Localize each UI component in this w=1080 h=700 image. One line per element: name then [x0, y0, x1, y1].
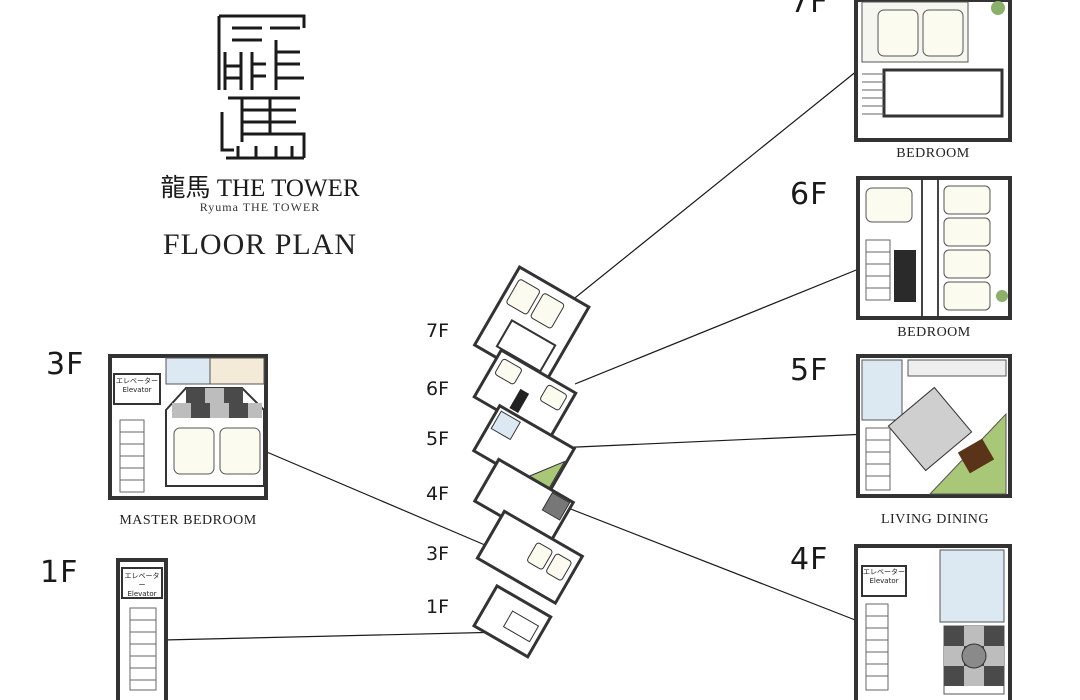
elevator-jp: エレベーター	[124, 572, 160, 589]
elevator-en: Elevator	[869, 577, 899, 585]
stack-label-6f: 6F	[426, 378, 450, 400]
floor-label-7f: 7F	[790, 0, 829, 20]
stack-label-7f: 7F	[426, 320, 450, 342]
elevator-en: Elevator	[127, 590, 157, 598]
floor-plan-title: FLOOR PLAN	[162, 228, 358, 261]
brand-subtitle: Ryuma THE TOWER	[199, 200, 321, 214]
leader-line-1f	[162, 631, 507, 641]
leader-line-3f	[254, 446, 493, 549]
elevator-jp: エレベーター	[863, 568, 905, 576]
elevator-label-3f: エレベーター Elevator	[114, 377, 160, 395]
plan-7f	[854, 0, 1012, 142]
elevator-en: Elevator	[122, 386, 152, 394]
caption-6f: BEDROOM	[897, 325, 971, 340]
floor-label-1f: 1F	[40, 555, 79, 590]
stack-label-5f: 5F	[426, 428, 450, 450]
leader-line-6f	[574, 261, 877, 385]
stack-label-3f: 3F	[426, 543, 450, 565]
plan-6f	[856, 176, 1012, 320]
leader-lines	[162, 61, 877, 641]
caption-7f: BEDROOM	[896, 146, 970, 161]
stack-floor-6f	[472, 348, 578, 442]
elevator-label-4f: エレベーター Elevator	[862, 568, 906, 586]
caption-3f: MASTER BEDROOM	[119, 513, 257, 528]
elevator-jp: エレベーター	[116, 377, 158, 385]
leader-line-5f	[554, 433, 869, 449]
leader-line-4f	[567, 507, 869, 626]
plan-1f	[116, 558, 168, 700]
stack-floor-3f	[475, 509, 585, 606]
plan-3f	[108, 354, 268, 500]
caption-5f: LIVING DINING	[881, 512, 989, 527]
floor-label-6f: 6F	[790, 177, 829, 212]
stack-label-1f: 1F	[426, 596, 450, 618]
stack-floor-1f	[471, 583, 553, 659]
leader-line-7f	[544, 61, 869, 323]
brand-name: 龍馬 THE TOWER	[160, 175, 360, 202]
floor-label-5f: 5F	[790, 353, 829, 388]
floor-label-4f: 4F	[790, 542, 829, 577]
plan-5f	[856, 354, 1012, 498]
plan-4f	[854, 544, 1012, 700]
tower-stack	[471, 264, 591, 659]
stack-label-4f: 4F	[426, 483, 450, 505]
floor-label-3f: 3F	[46, 347, 85, 382]
elevator-label-1f: エレベーター Elevator	[122, 572, 162, 599]
